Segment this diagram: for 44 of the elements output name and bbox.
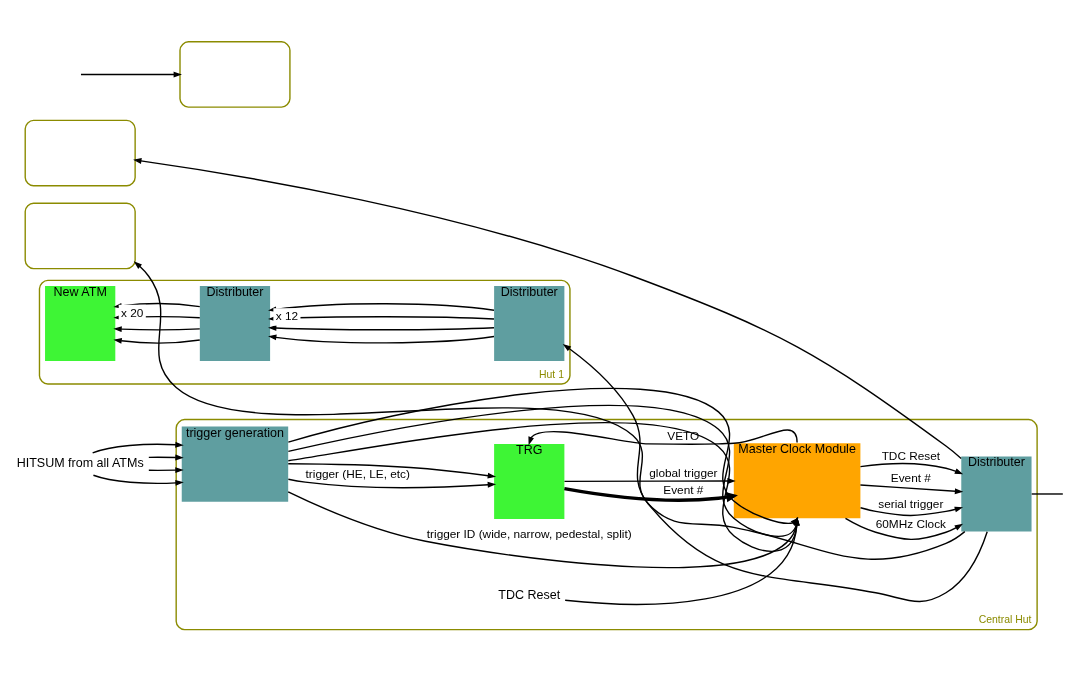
arrow — [113, 326, 201, 333]
edge-label: Event # — [890, 470, 931, 485]
arrow — [562, 343, 988, 603]
arrow — [268, 334, 495, 344]
edge-label: VETO — [667, 429, 700, 444]
edge-label: 60MHz Clock — [875, 517, 946, 532]
node-box — [24, 202, 136, 270]
arrow — [859, 462, 964, 475]
node-text: HITSUM from all ATMs — [16, 456, 144, 471]
arrow — [564, 486, 738, 503]
arrow — [91, 441, 184, 454]
arrow — [133, 158, 962, 460]
arrow — [287, 478, 497, 489]
node-box: Master Clock Module — [733, 443, 861, 519]
connector — [1031, 493, 1064, 495]
edge-label: TDC Reset — [881, 448, 941, 463]
arrow — [148, 454, 184, 461]
edge-label: trigger (HE, LE, etc) — [305, 467, 410, 482]
edge-label: Event # — [663, 483, 704, 498]
edge-label: global trigger — [649, 466, 718, 481]
node-box: TRG — [494, 443, 565, 520]
node-box — [179, 41, 291, 108]
edge-label: x 20 — [121, 305, 144, 320]
edge-label: serial trigger — [878, 496, 944, 511]
edge-label: x 12 — [275, 309, 299, 324]
arrow — [268, 325, 495, 331]
arrow — [133, 261, 966, 560]
arrow — [287, 463, 497, 479]
arrow — [859, 484, 964, 495]
arrow — [148, 467, 184, 474]
node-text: TDC Reset — [498, 587, 561, 602]
arrow — [528, 429, 798, 446]
node-box: trigger generation — [181, 426, 289, 502]
node-box: Distributer — [961, 456, 1032, 532]
arrow — [844, 517, 964, 541]
node-box: New ATM — [45, 285, 116, 362]
node-box: Distributer — [199, 285, 271, 362]
arrow — [80, 71, 182, 78]
edge-label: trigger ID (wide, narrow, pedestal, split) — [426, 526, 632, 541]
arrow — [859, 506, 964, 517]
arrow — [92, 474, 184, 486]
node-box: Distributer — [494, 285, 565, 362]
arrow — [113, 337, 201, 344]
node-box — [24, 119, 136, 187]
